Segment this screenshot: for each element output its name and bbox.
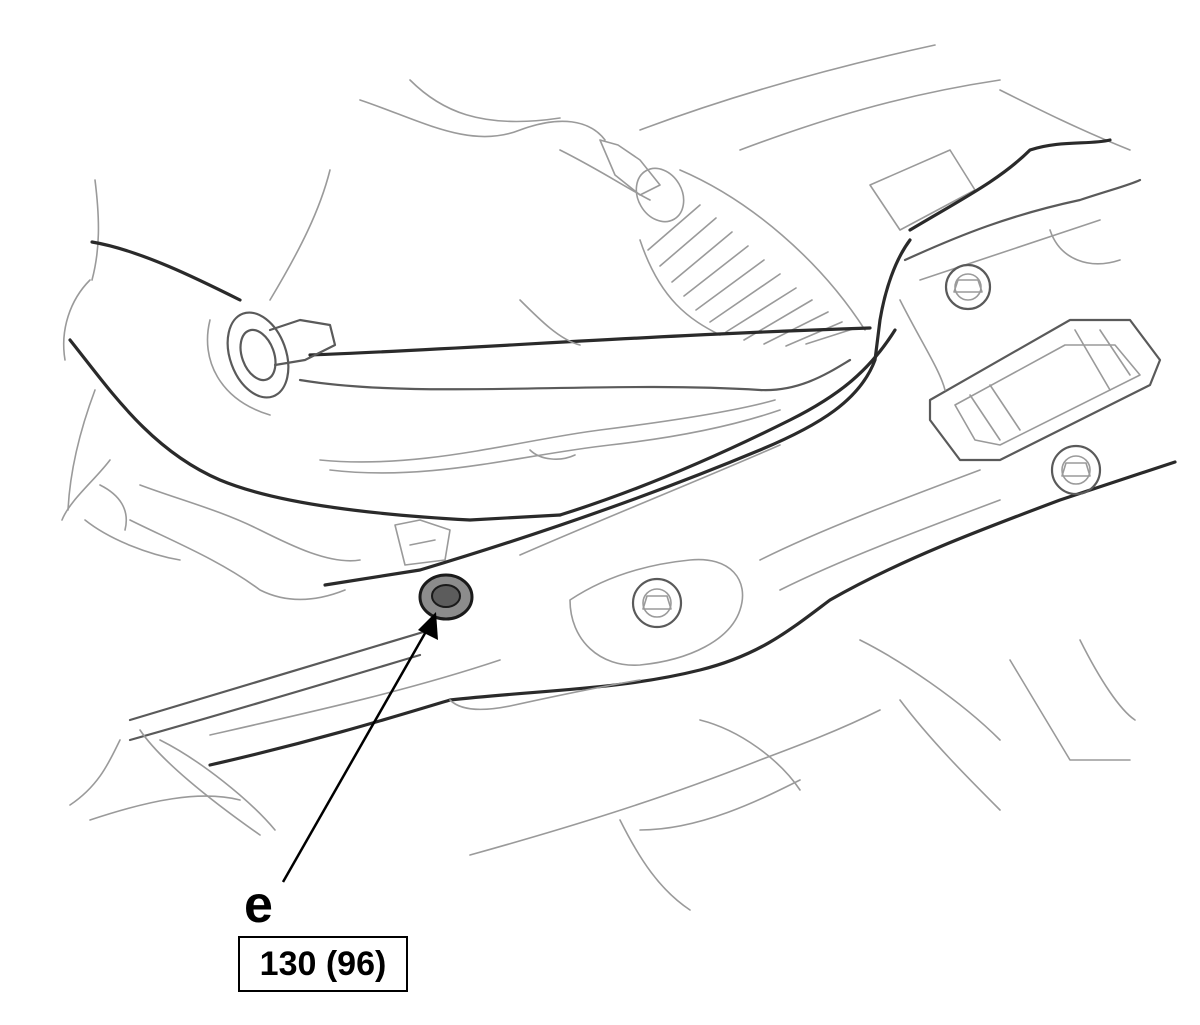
bolt-lower-right (1050, 444, 1102, 496)
knuckle-outline (61, 389, 451, 601)
tie-rod-boot (599, 139, 866, 347)
bolt-center (631, 577, 683, 629)
bolts (418, 263, 1102, 629)
bolt-upper-right (944, 263, 992, 311)
right-bracket (869, 138, 1162, 462)
bolt-e-highlighted (418, 573, 474, 621)
callout-leader-arrow (281, 612, 438, 883)
background-outlines (62, 44, 1131, 361)
callout-letter: e (244, 876, 273, 934)
lower-outlines (69, 639, 1136, 911)
torque-spec-box: 130 (96) (238, 936, 408, 992)
subframe (128, 238, 1177, 767)
lower-control-arm (68, 240, 872, 522)
